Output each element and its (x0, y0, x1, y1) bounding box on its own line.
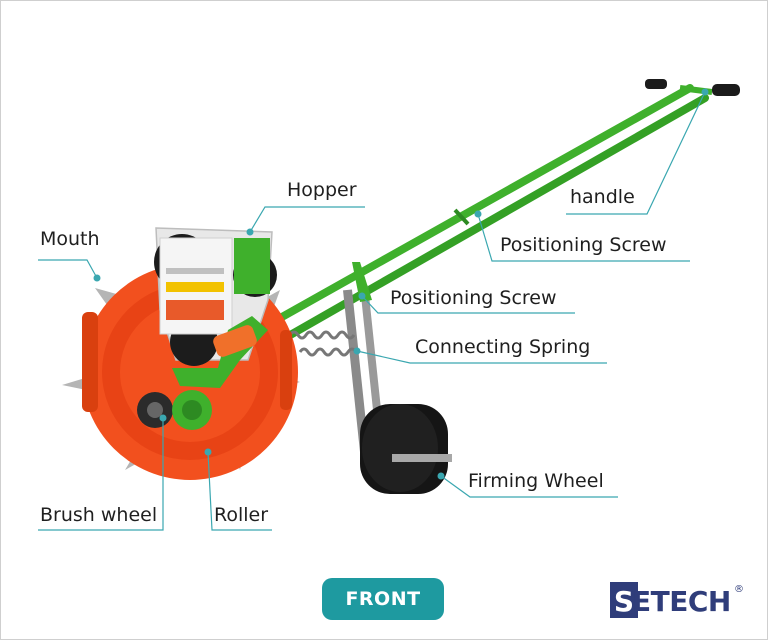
connecting-spring-dot (353, 347, 361, 355)
handle-dot (701, 88, 709, 96)
positioning-screw-lower-label: Positioning Screw (390, 287, 557, 309)
handle-label: handle (570, 186, 635, 208)
connecting-spring-leader (356, 350, 607, 364)
brush-wheel-label: Brush wheel (40, 504, 158, 526)
mouth-label: Mouth (40, 228, 100, 250)
positioning-screw-lower-dot (358, 292, 366, 300)
hopper-label: Hopper (287, 179, 357, 201)
logo-letter: S (614, 585, 634, 618)
brush-wheel-dot (159, 414, 167, 422)
right-grip (712, 84, 740, 96)
mouth-leader (38, 259, 98, 279)
positioning-screw-upper-leader (477, 213, 690, 262)
firming-wheel-dot (437, 472, 445, 480)
front-view-button[interactable]: FRONT (322, 578, 444, 620)
hopper-dot (246, 228, 254, 236)
positioning-screw-upper-label: Positioning Screw (500, 234, 667, 256)
brand-wordmark: ETECH (632, 585, 731, 618)
roller-dot (204, 448, 212, 456)
brush-wheel-leader (38, 418, 164, 531)
setech-logo-icon: S (610, 582, 638, 618)
roller-label: Roller (214, 504, 269, 526)
firming-wheel-assembly (343, 262, 452, 494)
mouth-dot (93, 274, 101, 282)
firming-wheel-leader (440, 475, 618, 498)
left-grip (645, 79, 667, 89)
connecting-spring-label: Connecting Spring (415, 336, 591, 358)
connecting-spring-drawing (288, 330, 358, 357)
roller-leader (207, 451, 272, 531)
registered-mark: ® (734, 584, 744, 595)
hopper-drawing (154, 227, 277, 388)
positioning-screw-lower-leader (361, 295, 575, 314)
positioning-screw-upper-dot (474, 210, 482, 218)
handle-leader (566, 91, 706, 215)
handle-frame (228, 79, 740, 362)
hopper-leader (249, 206, 365, 233)
firming-wheel-label: Firming Wheel (468, 470, 604, 492)
